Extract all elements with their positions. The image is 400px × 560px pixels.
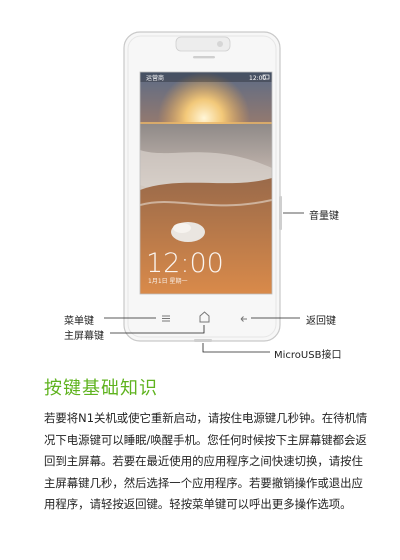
- camera-module: [175, 36, 231, 52]
- earpiece: [193, 56, 215, 59]
- menu-key-icon: [162, 315, 170, 322]
- home-key-icon: [199, 311, 210, 323]
- lock-date: 1月1日 星期一: [148, 277, 188, 285]
- lock-clock: 12:00: [146, 248, 224, 279]
- home-key-label: 主屏幕键: [64, 331, 104, 342]
- status-time: 12:00: [249, 75, 266, 82]
- status-carrier: 运营商: [146, 74, 164, 82]
- usb-port: [194, 339, 212, 342]
- volume-key-label: 音量键: [309, 211, 339, 222]
- back-key-label: 返回键: [306, 316, 336, 327]
- menu-key-label: 菜单键: [64, 316, 94, 327]
- status-bar: [140, 72, 272, 82]
- home-callout-line: [110, 325, 205, 334]
- section-title: 按键基础知识: [44, 378, 158, 399]
- lock-screen: [140, 72, 272, 294]
- phone-illustration: 运营商 12:00 12:00 1月1日 星期一: [104, 31, 304, 353]
- back-key-icon: [240, 316, 247, 322]
- usb-callout-line: [202, 343, 270, 353]
- usb-port-label: MicroUSB接口: [274, 350, 342, 361]
- section-body: 若要将N1关机或使它重新启动，请按住电源键几秒钟。在待机情况下电源键可以睡眠/唤…: [44, 411, 368, 512]
- battery-icon: [262, 74, 270, 80]
- volume-key: [279, 196, 282, 230]
